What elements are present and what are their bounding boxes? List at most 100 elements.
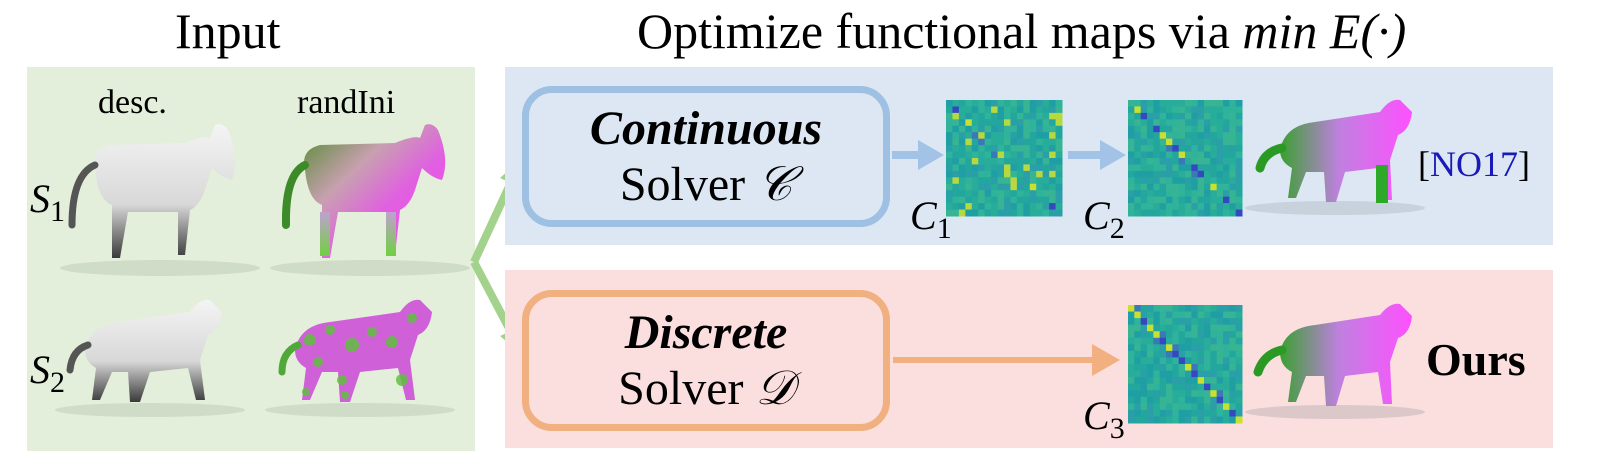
- matrix-cell: [1036, 203, 1044, 211]
- matrix-cell: [1216, 357, 1224, 365]
- matrix-cell: [997, 145, 1005, 153]
- matrix-cell: [1159, 112, 1167, 120]
- matrix-cell: [1172, 377, 1180, 385]
- matrix-cell: [1153, 112, 1161, 120]
- discrete-solver-box: Discrete Solver 𝒟: [522, 290, 890, 431]
- matrix-cell: [1235, 357, 1243, 365]
- matrix-cell: [1185, 403, 1192, 411]
- matrix-cell: [991, 183, 999, 191]
- matrix-cell: [978, 177, 986, 185]
- matrix-cell: [1023, 145, 1031, 153]
- matrix-cell: [1023, 158, 1031, 165]
- matrix-cell: [1223, 396, 1230, 404]
- matrix-cell: [1197, 112, 1205, 120]
- matrix-cell: [971, 151, 979, 159]
- citation-link[interactable]: NO17: [1430, 144, 1518, 184]
- matrix-cell: [1178, 344, 1186, 352]
- matrix-cell: [1229, 390, 1237, 398]
- matrix-cell: [1049, 158, 1057, 165]
- matrix-cell: [1178, 396, 1186, 404]
- matrix-cell: [1023, 177, 1031, 185]
- matrix-cell: [1140, 350, 1148, 358]
- matrix-cell: [1197, 416, 1205, 424]
- matrix-cell: [1216, 203, 1224, 211]
- s2-letter: S: [30, 347, 50, 392]
- matrix-cell: [1235, 318, 1243, 326]
- matrix-cell: [1223, 125, 1230, 133]
- matrix-cell: [1166, 416, 1173, 424]
- matrix-cell: [1178, 409, 1186, 417]
- matrix-cell: [1029, 177, 1037, 185]
- discrete-title: Discrete: [624, 306, 788, 360]
- matrix-cell: [1140, 209, 1148, 217]
- matrix-cell: [984, 183, 992, 191]
- matrix-cell: [978, 151, 986, 159]
- matrix-cell: [1147, 145, 1154, 153]
- matrix-cell: [1229, 409, 1237, 417]
- matrix-cell: [1166, 324, 1173, 332]
- matrix-cell: [1159, 177, 1167, 185]
- matrix-cell: [1134, 196, 1142, 204]
- matrix-cell: [1204, 357, 1211, 365]
- matrix-cell: [1153, 100, 1161, 107]
- matrix-cell: [971, 106, 979, 114]
- matrix-cell: [1055, 183, 1063, 191]
- matrix-cell: [991, 151, 999, 159]
- matrix-cell: [1210, 377, 1218, 385]
- matrix-cell: [1197, 364, 1205, 372]
- matrix-cell: [1185, 416, 1192, 424]
- matrix-cell: [978, 183, 986, 191]
- matrix-cell: [1210, 318, 1218, 326]
- matrix-cell: [1004, 177, 1011, 185]
- matrix-cell: [965, 138, 973, 146]
- matrix-cell: [1166, 170, 1173, 178]
- matrix-cell: [1128, 158, 1135, 165]
- matrix-cell: [1178, 112, 1186, 120]
- matrix-cell: [1159, 390, 1167, 398]
- matrix-cell: [946, 138, 953, 146]
- matrix-cell: [1159, 190, 1167, 198]
- matrix-cell: [991, 190, 999, 198]
- matrix-cell: [1216, 305, 1224, 313]
- matrix-cell: [1185, 112, 1192, 120]
- matrix-cell: [1172, 311, 1180, 319]
- matrix-cell: [952, 106, 960, 114]
- matrix-cell: [1153, 370, 1161, 378]
- matrix-cell: [1055, 203, 1063, 211]
- matrix-cell: [1178, 196, 1186, 204]
- desc-column-label: desc.: [98, 84, 167, 121]
- matrix-cell: [965, 209, 973, 217]
- matrix-cell: [1178, 377, 1186, 385]
- matrix-cell: [946, 170, 953, 178]
- matrix-cell: [1223, 203, 1230, 211]
- matrix-cell: [1036, 145, 1044, 153]
- matrix-cell: [1191, 311, 1199, 319]
- matrix-cell: [1147, 331, 1154, 339]
- matrix-cell: [1204, 383, 1211, 391]
- matrix-cell: [1172, 331, 1180, 339]
- matrix-cell: [1147, 337, 1154, 345]
- matrix-cell: [1140, 158, 1148, 165]
- matrix-cell: [1204, 119, 1211, 127]
- matrix-cell: [1178, 100, 1186, 107]
- matrix-cell: [1128, 357, 1135, 365]
- matrix-cell: [1134, 125, 1142, 133]
- matrix-cell: [946, 151, 953, 159]
- matrix-cell: [958, 164, 966, 172]
- matrix-cell: [1166, 100, 1173, 107]
- matrix-cell: [1140, 196, 1148, 204]
- matrix-cell: [991, 170, 999, 178]
- matrix-cell: [1178, 350, 1186, 358]
- matrix-cell: [946, 190, 953, 198]
- matrix-cell: [1172, 170, 1180, 178]
- matrix-cell: [1204, 311, 1211, 319]
- matrix-cell: [971, 177, 979, 185]
- c1-subscript: 1: [936, 212, 952, 245]
- matrix-cell: [1042, 106, 1050, 114]
- matrix-cell: [1172, 183, 1180, 191]
- matrix-cell: [1128, 190, 1135, 198]
- matrix-cell: [997, 100, 1005, 107]
- matrix-cell: [1191, 403, 1199, 411]
- matrix-cell: [1229, 416, 1237, 424]
- matrix-cell: [1140, 383, 1148, 391]
